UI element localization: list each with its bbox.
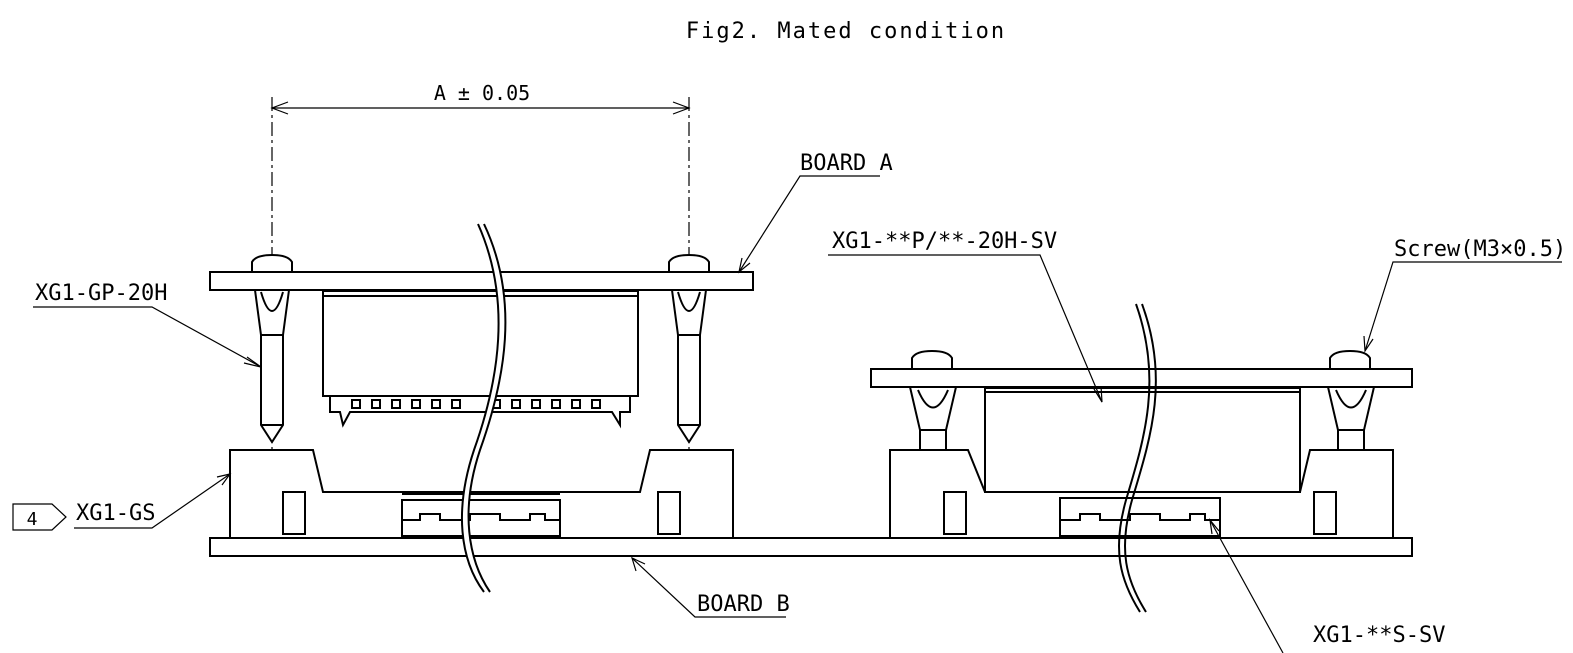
plug-contacts	[351, 399, 601, 409]
left-plug-connector	[322, 290, 639, 397]
callout-board-b: BOARD B	[631, 556, 790, 618]
left-socket-connector	[401, 499, 561, 537]
callout-guide-post: XG1-GP-20H	[33, 281, 262, 368]
right-socket-connector	[1059, 497, 1221, 537]
callout-socket: XG1-**S-SV	[1209, 517, 1445, 653]
note-marker-4	[12, 503, 67, 531]
right-assembly	[870, 303, 1413, 613]
board-a	[209, 271, 754, 291]
label-screw: Screw(M3×0.5)	[1394, 237, 1566, 262]
callout-plug: XG1-**P/**-20H-SV	[828, 229, 1103, 403]
guide-post-right	[670, 289, 708, 444]
board-b	[209, 537, 1413, 557]
right-upper-board	[870, 368, 1413, 388]
label-socket: XG1-**S-SV	[1313, 623, 1445, 648]
left-assembly	[209, 223, 754, 593]
dimension-label: A ± 0.05	[434, 81, 530, 105]
note-marker-label: 4	[27, 509, 38, 530]
label-guide-socket: XG1-GS	[76, 501, 155, 526]
label-board-a: BOARD A	[800, 151, 893, 176]
label-plug: XG1-**P/**-20H-SV	[832, 229, 1057, 254]
label-guide-post: XG1-GP-20H	[35, 281, 167, 306]
callout-screw: Screw(M3×0.5)	[1363, 237, 1566, 353]
guide-post-left	[253, 289, 291, 444]
dimension-a: A ± 0.05	[270, 81, 691, 450]
figure-title: Fig2. Mated condition	[686, 19, 1006, 44]
callout-board-a: BOARD A	[738, 151, 893, 274]
callout-guide-socket: 4 XG1-GS	[12, 473, 232, 531]
label-board-b: BOARD B	[697, 592, 790, 617]
